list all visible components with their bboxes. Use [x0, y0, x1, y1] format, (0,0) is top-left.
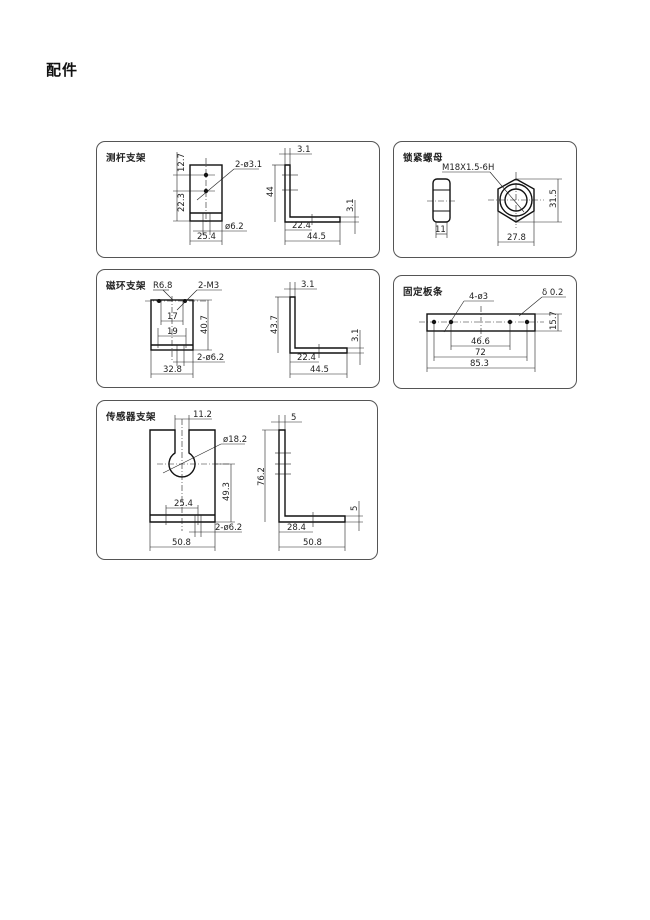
panel-title: 锁紧螺母: [403, 153, 444, 164]
svg-text:44.5: 44.5: [310, 365, 329, 375]
magnet-ring-bracket-drawing: 17 19 R6.8 2-M3 40.7 2-ø6.2 32.8 43.7 3.…: [145, 280, 364, 378]
svg-text:72: 72: [475, 348, 486, 358]
panel-title: 磁环支架: [106, 281, 147, 292]
svg-text:43.7: 43.7: [270, 315, 280, 334]
panel-title: 测杆支架: [106, 153, 147, 164]
svg-text:2-ø6.2: 2-ø6.2: [215, 523, 242, 533]
svg-text:27.8: 27.8: [507, 233, 526, 243]
panel-title: 传感器支架: [106, 412, 157, 423]
svg-text:50.8: 50.8: [303, 538, 322, 548]
panel-magnet-ring-bracket: 磁环支架 17 19 R6.8 2-M3 40.7 2-ø6.2 32.8: [96, 269, 380, 388]
panel-fixing-strip: 固定板条 4-ø3 δ 0.2 15.7 46.6 72 85.3: [393, 275, 577, 389]
panel-lock-nut: 锁紧螺母 11 M18X1.5-6H 31.5 27.8: [393, 141, 577, 258]
svg-text:5: 5: [350, 506, 360, 511]
svg-text:11: 11: [435, 225, 446, 235]
svg-text:4-ø3: 4-ø3: [469, 292, 488, 302]
svg-text:40.7: 40.7: [200, 315, 210, 334]
svg-text:3.1: 3.1: [297, 145, 311, 155]
svg-text:5: 5: [291, 413, 296, 423]
svg-text:ø6.2: ø6.2: [225, 222, 244, 232]
svg-text:32.8: 32.8: [163, 365, 182, 375]
svg-text:17: 17: [167, 312, 178, 322]
svg-text:22.3: 22.3: [177, 193, 187, 212]
svg-text:δ 0.2: δ 0.2: [542, 288, 563, 298]
svg-text:44.5: 44.5: [307, 232, 326, 242]
sensor-bracket-drawing: 11.2 ø18.2 49.3 25.4 2-ø6.2 50.8 76.2 5: [149, 410, 363, 551]
svg-text:11.2: 11.2: [193, 410, 212, 420]
svg-text:3.1: 3.1: [301, 280, 315, 290]
lock-nut-drawing: 11 M18X1.5-6H 31.5 27.8: [427, 163, 562, 246]
svg-text:19: 19: [167, 327, 178, 337]
svg-text:49.3: 49.3: [222, 482, 232, 501]
svg-text:15.7: 15.7: [549, 311, 559, 330]
fixing-strip-drawing: 4-ø3 δ 0.2 15.7 46.6 72 85.3: [419, 288, 566, 372]
svg-text:31.5: 31.5: [549, 189, 559, 208]
svg-text:R6.8: R6.8: [153, 281, 172, 291]
svg-text:M18X1.5-6H: M18X1.5-6H: [442, 163, 494, 173]
panel-sensor-bracket: 传感器支架 11.2 ø18.2 49.3 25.4 2-ø6.2 50.8: [96, 400, 378, 560]
svg-text:85.3: 85.3: [470, 359, 489, 369]
panel-probe-rod-bracket: 测杆支架 12.7 22.3 2-ø3.1 ø6.2 25.4 44: [96, 141, 380, 258]
svg-text:28.4: 28.4: [287, 523, 306, 533]
svg-text:ø18.2: ø18.2: [223, 435, 247, 445]
page-title: 配件: [46, 61, 79, 79]
svg-text:44: 44: [266, 186, 276, 197]
svg-text:50.8: 50.8: [172, 538, 191, 548]
svg-text:25.4: 25.4: [174, 499, 193, 509]
probe-rod-bracket-drawing: 12.7 22.3 2-ø3.1 ø6.2 25.4 44 3.1 3.1 22…: [173, 145, 359, 245]
panel-title: 固定板条: [403, 287, 444, 298]
svg-text:22.4: 22.4: [297, 353, 316, 363]
svg-text:46.6: 46.6: [471, 337, 490, 347]
svg-text:3.1: 3.1: [351, 328, 361, 342]
svg-text:22.4: 22.4: [292, 221, 311, 231]
svg-text:3.1: 3.1: [346, 198, 356, 212]
svg-text:2-M3: 2-M3: [198, 281, 219, 291]
svg-text:76.2: 76.2: [257, 467, 267, 486]
svg-text:2-ø6.2: 2-ø6.2: [197, 353, 224, 363]
svg-text:2-ø3.1: 2-ø3.1: [235, 160, 262, 170]
svg-text:25.4: 25.4: [197, 232, 216, 242]
svg-text:12.7: 12.7: [177, 153, 187, 172]
